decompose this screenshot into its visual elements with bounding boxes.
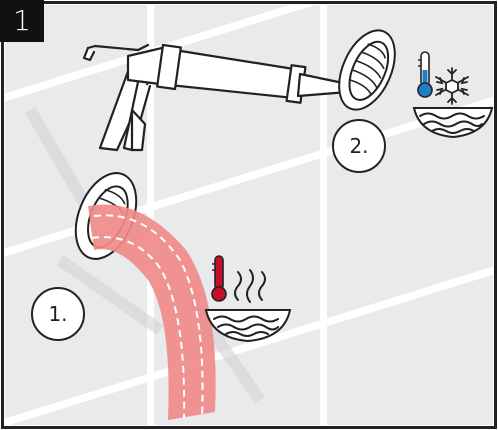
snowflake-icon [435, 67, 469, 105]
step-number-badge: 1 [0, 0, 44, 42]
callout-step-2: 2. [332, 119, 386, 173]
grout-line [5, 266, 493, 425]
caulking-gun-icon [82, 43, 370, 152]
steam-icon [234, 269, 266, 303]
grout-line [320, 5, 327, 425]
thermometer-hot-icon [211, 255, 227, 302]
wall-flange-top [338, 29, 396, 111]
callout-step-1: 1. [31, 287, 85, 341]
cold-water-bowl-icon [412, 107, 494, 139]
warm-water-bowl-icon [204, 269, 292, 343]
thermometer-cold-icon [417, 51, 433, 98]
heating-hose [88, 204, 216, 420]
grout-line [147, 5, 154, 425]
